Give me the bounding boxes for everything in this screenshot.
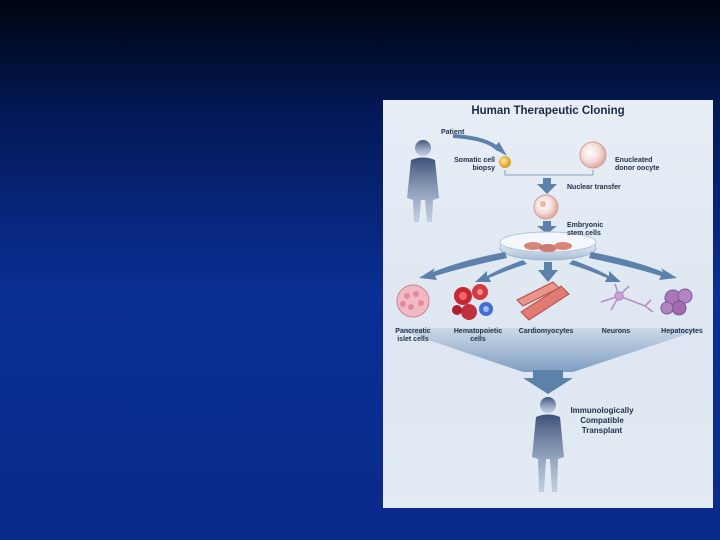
cell-type-label-cardiomyocytes: Cardiomyocytes <box>518 328 574 335</box>
transplant-silhouette <box>532 397 564 492</box>
neuron-graphic <box>600 283 654 313</box>
donor-oocyte-label: Enucleated donor oocyte <box>615 157 660 172</box>
cardiomyocytes-graphic <box>516 281 570 321</box>
embryonic-stem-cells-label: Embryonic stem cells <box>567 222 604 237</box>
therapeutic-cloning-figure: Human Therapeutic Cloning Patient Somati… <box>383 100 713 508</box>
cloning-diagram-graphic <box>393 134 705 492</box>
cell-type-label-pancreatic: Pancreatic islet cells <box>395 328 431 343</box>
hematopoietic-cells-graphic <box>452 284 493 320</box>
arrow-down-1 <box>537 178 557 194</box>
somatic-cell-label: Somatic cell biopsy <box>454 157 495 172</box>
figure-title: Human Therapeutic Cloning <box>471 105 625 117</box>
arrow-down-2 <box>537 221 557 234</box>
hepatocytes-graphic <box>660 288 693 316</box>
patient-silhouette <box>407 140 439 222</box>
donor-oocyte <box>579 141 607 169</box>
pancreatic-islet-cells-graphic <box>396 284 430 318</box>
patient-arrow <box>452 134 501 152</box>
cell-type-label-hematopoietic: Hematopoietic cells <box>453 328 503 343</box>
cell-type-label-hepatocytes: Hepatocytes <box>661 328 703 335</box>
culture-dish <box>499 231 597 261</box>
transplant-label: Immunologically Compatible Transplant <box>570 406 634 435</box>
nuclear-transfer-label: Nuclear transfer <box>567 184 621 191</box>
fan-out-arrows <box>419 252 677 282</box>
patient-label: Patient <box>441 129 465 136</box>
funnel-arrow <box>523 370 573 394</box>
reconstructed-egg <box>533 194 559 220</box>
somatic-cell <box>499 156 511 168</box>
funnel-shape <box>393 328 705 372</box>
cell-type-label-neurons: Neurons <box>601 328 631 335</box>
